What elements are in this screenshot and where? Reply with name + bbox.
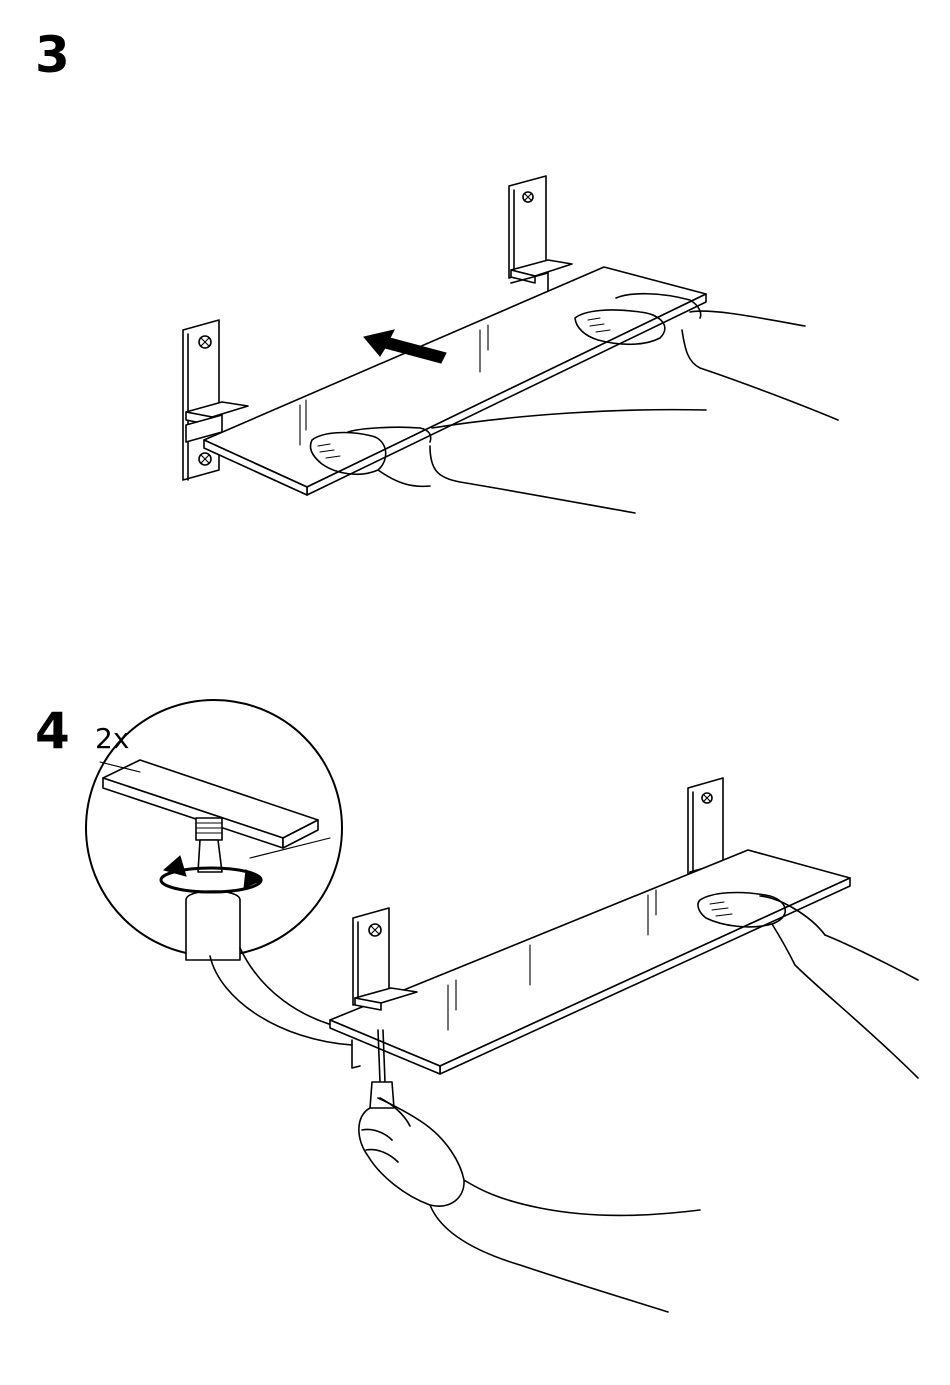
lower-hand	[359, 1098, 700, 1312]
glass-shelf-4	[330, 850, 850, 1074]
step-3-illustration	[183, 176, 838, 513]
callout-line	[210, 956, 352, 1045]
step-4-illustration	[86, 700, 918, 1312]
detail-circle	[86, 700, 342, 960]
glass-shelf	[204, 267, 706, 495]
